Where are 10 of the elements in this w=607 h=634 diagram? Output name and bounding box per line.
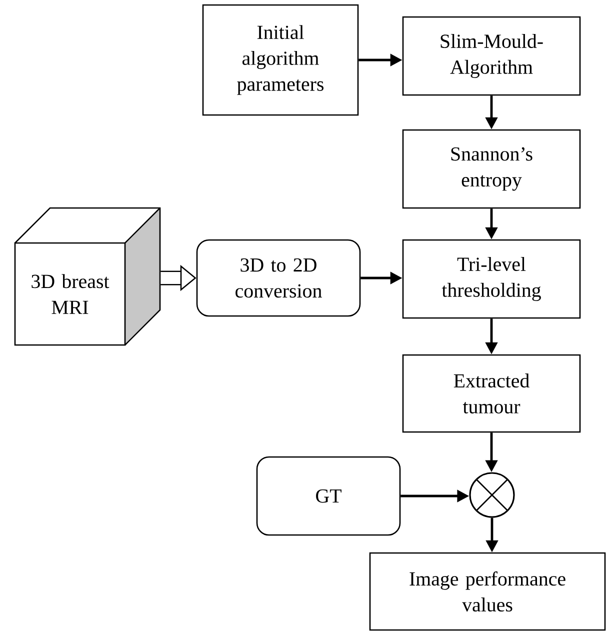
multiplier-circle xyxy=(469,472,515,518)
process-box: Slim-Mould-Algorithm xyxy=(402,16,581,96)
process-box: Initial algorithm parameters xyxy=(202,4,359,116)
process-box: Tri-level thresholding xyxy=(402,239,581,319)
rounded-box: 3D to 2D conversion xyxy=(196,239,361,317)
process-box: Extracted tumour xyxy=(402,354,581,433)
rounded-box: GT xyxy=(256,456,401,536)
cube-box: 3D breast MRI xyxy=(14,207,161,346)
process-box: Snannon’s entropy xyxy=(402,129,581,209)
process-box: Image performance values xyxy=(369,552,606,631)
